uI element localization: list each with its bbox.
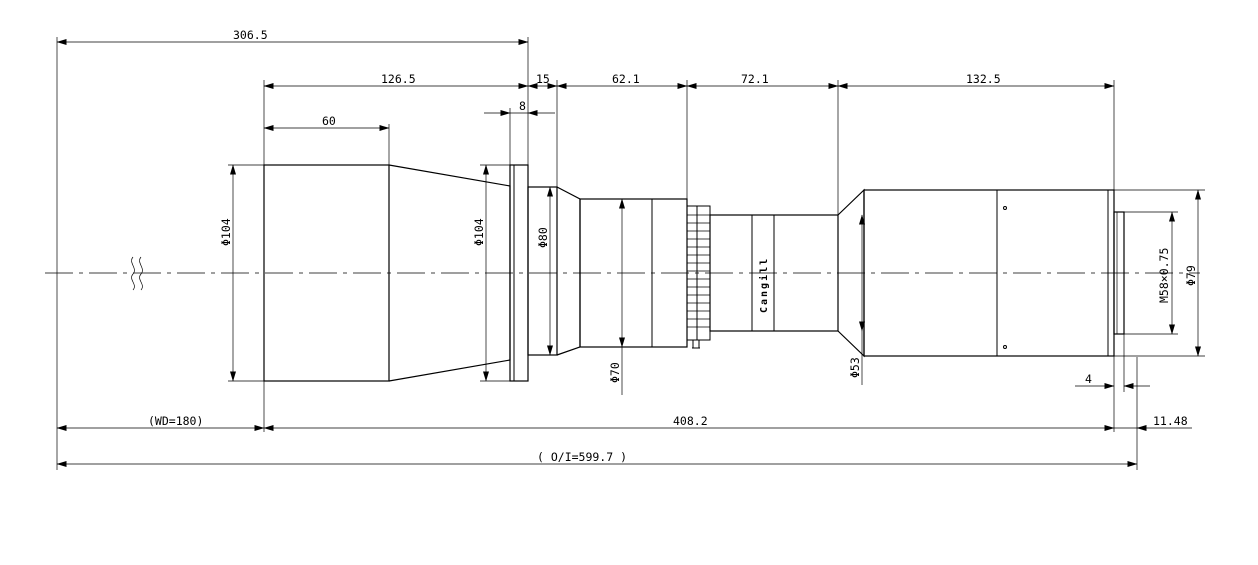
middle-tube: [709, 214, 839, 332]
dia-flange: Φ104: [472, 218, 486, 246]
brand-logo: Cangill: [758, 257, 770, 313]
dim-mount-depth: 4: [1085, 372, 1092, 386]
dim-flange-thickness: 8: [519, 99, 526, 113]
dim-working-distance: (WD=180): [148, 414, 203, 428]
neck: [527, 186, 558, 356]
locking-screw-icon: [692, 339, 700, 349]
dim-rear-body: 132.5: [966, 72, 1001, 86]
dim-front-body: 126.5: [381, 72, 416, 86]
dia-middle-tube: Φ53: [848, 357, 862, 378]
dia-barrel: Φ70: [608, 362, 622, 383]
dimension-labels: 306.5 126.5 15 62.1 72.1 132.5 8 60 4 (W…: [148, 28, 1198, 464]
dim-section-2: 72.1: [741, 72, 769, 86]
break-symbol-icon: [131, 256, 143, 291]
dia-front-tube: Φ104: [219, 218, 233, 246]
dim-overall-top: 306.5: [233, 28, 268, 42]
dia-rear-body: Φ79: [1184, 265, 1198, 286]
dia-neck: Φ80: [536, 227, 550, 248]
dim-lens-length: 408.2: [673, 414, 708, 428]
dimension-lines: [56, 37, 1205, 470]
dia-mount-thread: M58×0.75: [1157, 248, 1171, 303]
dim-back-focus: 11.48: [1153, 414, 1188, 428]
dim-front-tube: 60: [322, 114, 336, 128]
dim-flange-to-neck: 15: [536, 72, 550, 86]
adjustment-rings: [686, 205, 711, 341]
taper-ring: [556, 186, 581, 356]
dim-section-1: 62.1: [612, 72, 640, 86]
dim-object-to-image: ( O/I=599.7 ): [537, 450, 627, 464]
